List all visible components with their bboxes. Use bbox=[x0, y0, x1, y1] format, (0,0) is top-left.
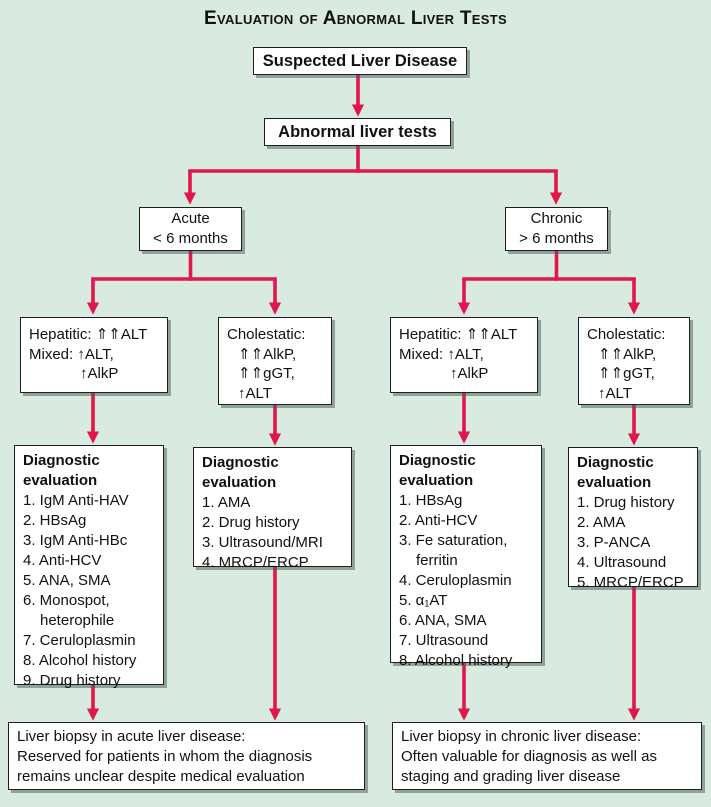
diag-item: 4. Ceruloplasmin bbox=[399, 572, 512, 589]
diag-item: 5. MRCP/ERCP bbox=[577, 574, 684, 591]
pattern-line: ⇑⇑gGT, bbox=[238, 365, 295, 382]
pattern-line: Hepatitic: ⇑⇑ALT bbox=[399, 326, 518, 343]
diag-item: 2. HBsAg bbox=[23, 512, 87, 529]
node-biopsy-acute: Liver biopsy in acute liver disease: Res… bbox=[8, 722, 365, 790]
diag-item: 2. Drug history bbox=[202, 514, 300, 531]
node-biopsy-chronic: Liver biopsy in chronic liver disease: O… bbox=[392, 722, 702, 790]
biopsy-line: remains unclear despite medical evaluati… bbox=[17, 768, 305, 785]
diag-item: 9. Drug history bbox=[23, 672, 121, 689]
pattern-line: Mixed: ↑ALT, bbox=[29, 345, 114, 363]
pattern-line: ↑ALT bbox=[238, 384, 272, 402]
diag-item: 1. Drug history bbox=[577, 494, 675, 511]
diag-header: Diagnostic evaluation bbox=[202, 454, 279, 491]
pattern-line: ↑AlkP bbox=[80, 365, 119, 382]
node-hepatitic-chronic: Hepatitic: ⇑⇑ALT Mixed: ↑ALT, ↑AlkP bbox=[390, 317, 538, 393]
node-acute: Acute < 6 months bbox=[139, 207, 242, 251]
pattern-line: Cholestatic: bbox=[587, 326, 666, 343]
biopsy-line: Often valuable for diagnosis as well as bbox=[401, 748, 657, 765]
biopsy-line: Liver biopsy in acute liver disease: bbox=[17, 728, 246, 745]
pattern-line: ⇑⇑AlkP, bbox=[598, 345, 657, 363]
page-title: Evaluation of Abnormal Liver Tests bbox=[204, 8, 507, 29]
node-label: Suspected Liver Disease bbox=[262, 51, 458, 70]
diag-item: 7. Ceruloplasmin bbox=[23, 632, 136, 649]
pattern-line: ↑AlkP bbox=[450, 365, 489, 382]
node-sublabel: < 6 months bbox=[153, 230, 228, 247]
node-label: Abnormal liver tests bbox=[278, 122, 437, 141]
node-diagnostic-chronic-hepatitic: Diagnostic evaluation 1. HBsAg 2. Anti-H… bbox=[390, 445, 542, 669]
pattern-line: Mixed: ↑ALT, bbox=[399, 345, 484, 363]
diag-item: 2. AMA bbox=[577, 514, 626, 531]
node-diagnostic-acute-hepatitic: Diagnostic evaluation 1. IgM Anti-HAV 2.… bbox=[14, 445, 164, 689]
node-label: Chronic bbox=[530, 210, 583, 227]
node-suspected-liver-disease: Suspected Liver Disease bbox=[253, 47, 467, 75]
diag-header: Diagnostic evaluation bbox=[577, 454, 654, 491]
diag-item: 8. Alcohol history bbox=[399, 652, 513, 669]
node-cholestatic-chronic: Cholestatic: ⇑⇑AlkP, ⇑⇑gGT, ↑ALT bbox=[578, 317, 690, 405]
diag-item: 7. Ultrasound bbox=[399, 632, 489, 649]
node-chronic: Chronic > 6 months bbox=[505, 207, 608, 251]
diag-item: 3. Ultrasound/MRI bbox=[202, 534, 323, 551]
biopsy-line: Liver biopsy in chronic liver disease: bbox=[401, 728, 642, 745]
diag-item: 1. HBsAg bbox=[399, 492, 463, 509]
node-abnormal-liver-tests: Abnormal liver tests bbox=[264, 118, 451, 146]
node-sublabel: > 6 months bbox=[519, 230, 594, 247]
diag-item: 1. AMA bbox=[202, 494, 251, 511]
pattern-line: Cholestatic: bbox=[227, 326, 306, 343]
node-hepatitic-acute: Hepatitic: ⇑⇑ALT Mixed: ↑ALT, ↑AlkP bbox=[20, 317, 168, 393]
diag-header: Diagnostic evaluation bbox=[399, 452, 476, 489]
pattern-line: ⇑⇑AlkP, bbox=[238, 345, 297, 363]
pattern-line: ↑ALT bbox=[598, 384, 632, 402]
diag-item: 3. Fe saturation, ferritin bbox=[399, 532, 508, 569]
diag-item: 5. α₁AT bbox=[399, 592, 448, 609]
diag-header: Diagnostic evaluation bbox=[23, 452, 100, 489]
diag-item: 4. Ultrasound bbox=[577, 554, 667, 571]
node-label: Acute bbox=[171, 210, 210, 227]
diag-item: 6. Monospot, heterophile bbox=[23, 592, 115, 629]
biopsy-line: staging and grading liver disease bbox=[401, 768, 621, 785]
pattern-line: Hepatitic: ⇑⇑ALT bbox=[29, 326, 148, 343]
pattern-line: ⇑⇑gGT, bbox=[598, 365, 655, 382]
diag-item: 5. ANA, SMA bbox=[23, 572, 111, 589]
node-diagnostic-acute-cholestatic: Diagnostic evaluation 1. AMA 2. Drug his… bbox=[193, 447, 352, 571]
diag-item: 4. Anti-HCV bbox=[23, 552, 102, 569]
biopsy-line: Reserved for patients in whom the diagno… bbox=[17, 748, 313, 765]
diag-item: 1. IgM Anti-HAV bbox=[23, 492, 129, 509]
node-cholestatic-acute: Cholestatic: ⇑⇑AlkP, ⇑⇑gGT, ↑ALT bbox=[218, 317, 332, 405]
diag-item: 6. ANA, SMA bbox=[399, 612, 487, 629]
diag-item: 4. MRCP/ERCP bbox=[202, 554, 309, 571]
diag-item: 3. P-ANCA bbox=[577, 534, 651, 551]
node-diagnostic-chronic-cholestatic: Diagnostic evaluation 1. Drug history 2.… bbox=[568, 447, 698, 591]
diag-item: 2. Anti-HCV bbox=[399, 512, 478, 529]
diag-item: 8. Alcohol history bbox=[23, 652, 137, 669]
diag-item: 3. IgM Anti-HBc bbox=[23, 532, 128, 549]
